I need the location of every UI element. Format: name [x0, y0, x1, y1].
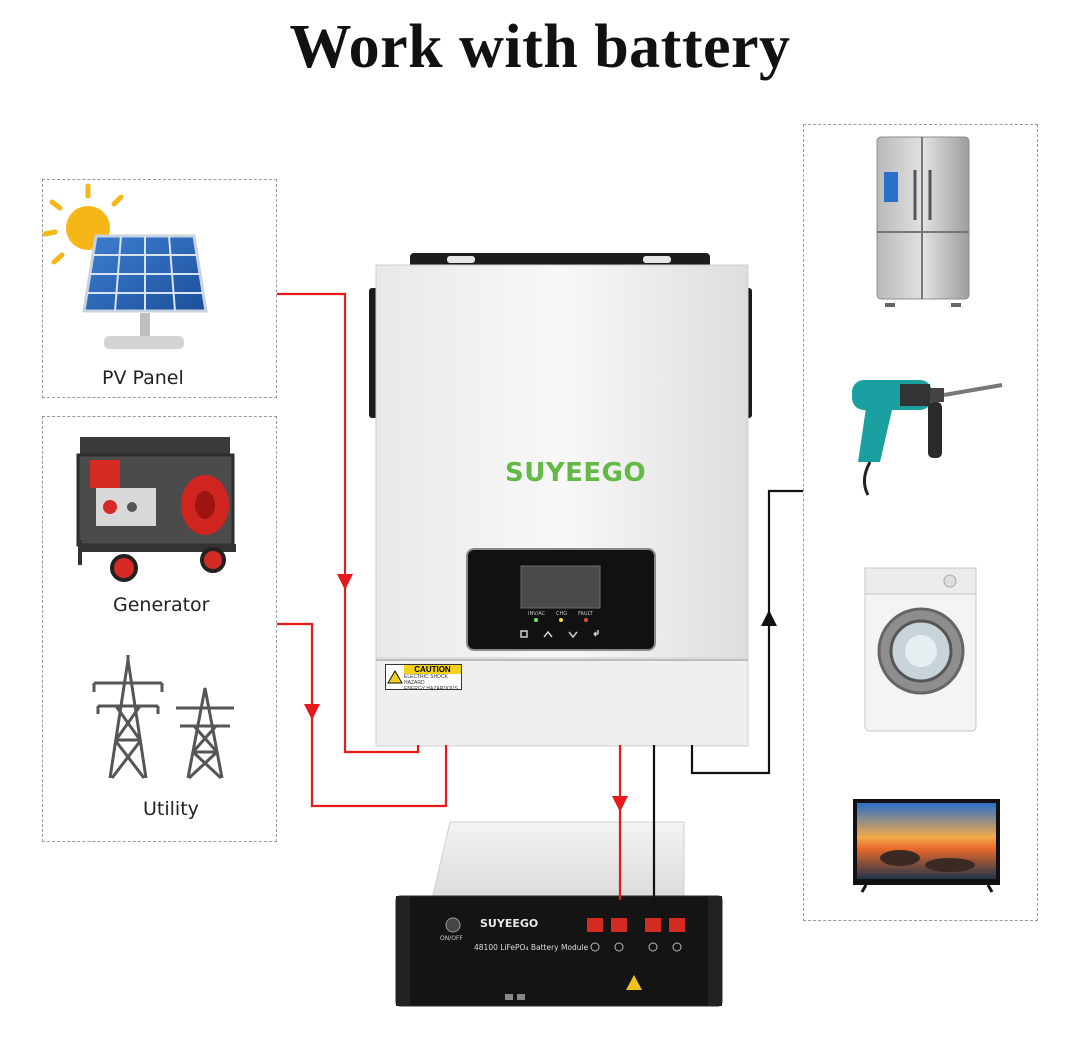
drill-icon [852, 380, 1003, 496]
loads-box [803, 124, 1038, 921]
generator-label: Generator [113, 594, 210, 616]
utility-tower-icon [92, 655, 234, 780]
battery-onoff-label: ON/OFF [440, 935, 463, 942]
caution-text-1: ELECTRIC SHOCK HAZARD [404, 674, 448, 686]
warning-icon [387, 670, 403, 684]
load-flow-arrow [761, 610, 777, 626]
pv-panel-label: PV Panel [102, 367, 184, 389]
inverter-unit [369, 253, 752, 747]
indicator-chg-label: CHG [556, 611, 568, 617]
caution-title: CAUTION [404, 665, 461, 674]
caution-sticker: CAUTION ELECTRIC SHOCK HAZARD ENERGY HAZ… [385, 664, 462, 692]
page-title: Work with battery [289, 13, 791, 81]
battery-brand: SUYEEGO [480, 917, 539, 930]
inverter-brand: SUYEEGO [505, 458, 647, 488]
battery-model: 48100 LiFePO₄ Battery Module [474, 943, 589, 952]
tv-icon [853, 799, 1000, 893]
pv-panel-box [42, 179, 277, 398]
ac-input-lines [277, 292, 622, 900]
dc-lines [652, 489, 803, 905]
washing-machine-icon [864, 567, 977, 732]
utility-label: Utility [143, 798, 199, 820]
indicator-inv-label: INV/AC [528, 611, 546, 617]
pv-panel-icon [42, 183, 208, 349]
battery-module [395, 821, 723, 1007]
caution-text-2: ENERGY HAZARDOUS [404, 686, 458, 692]
generator-icon [76, 437, 236, 582]
generator-utility-box [42, 416, 277, 842]
ac-flow-arrows [304, 574, 628, 812]
refrigerator-icon [876, 136, 970, 307]
indicator-fault-label: FAULT [578, 611, 593, 617]
